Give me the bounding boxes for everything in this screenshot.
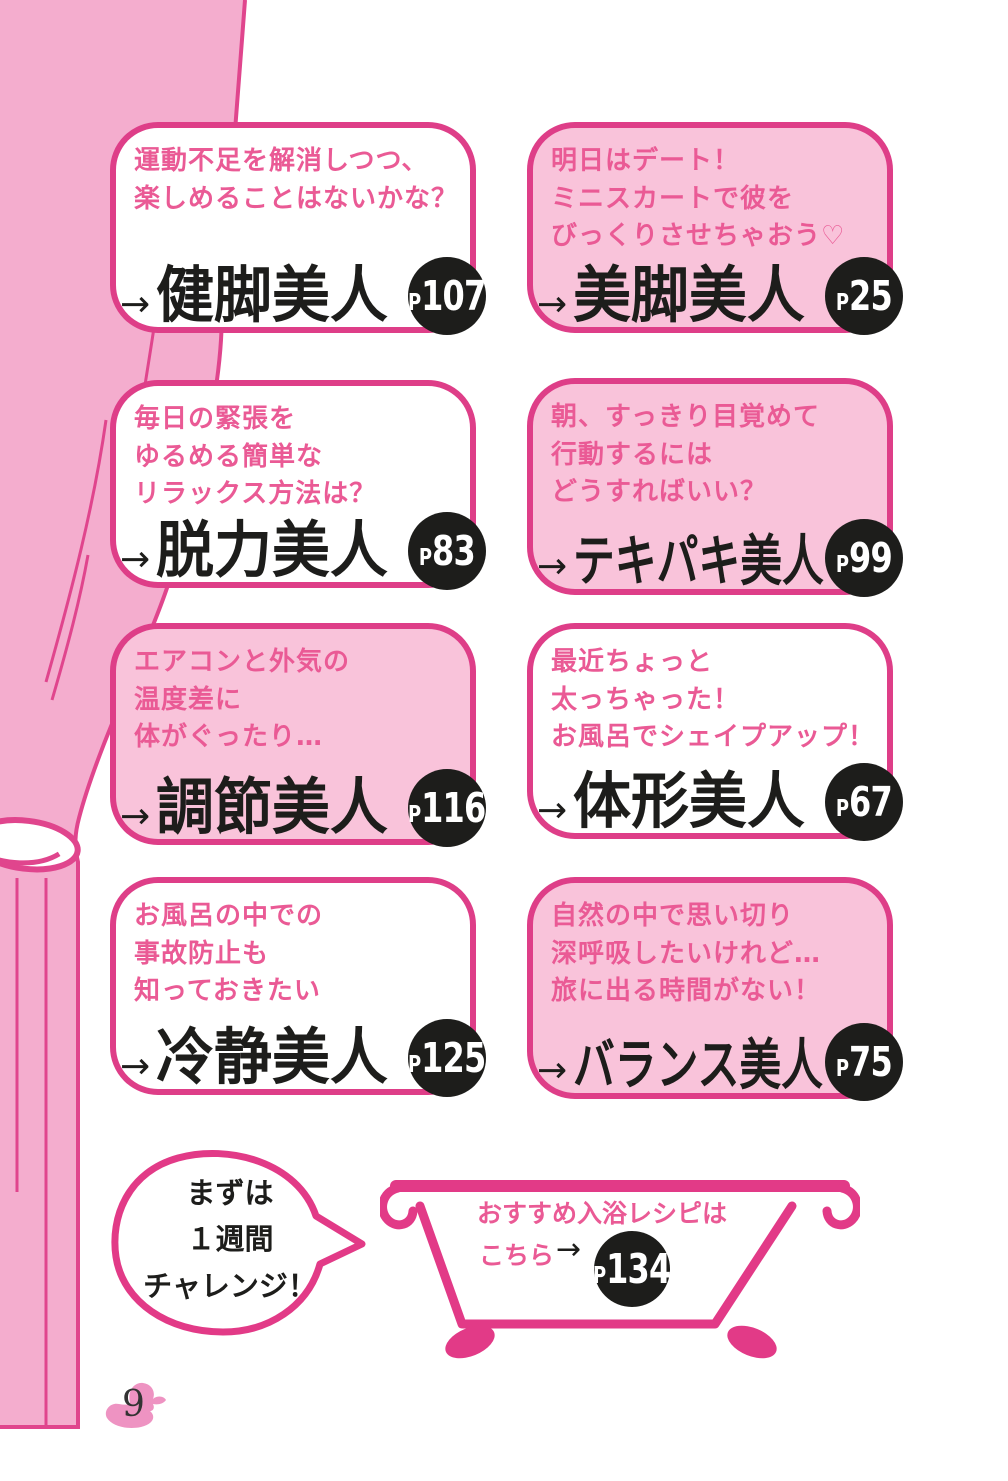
- arrow-icon: →: [120, 539, 151, 580]
- tub-foot-right: [727, 1325, 777, 1359]
- question-text: 毎日の緊張を ゆるめる簡単な リラックス方法は？: [134, 404, 377, 510]
- arrow-icon: →: [120, 796, 151, 837]
- title-row: → 脱力美人: [120, 514, 400, 586]
- tub-caption-line1: おすすめ入浴レシピは: [477, 1199, 728, 1228]
- toc-box-balance[interactable]: 自然の中で思い切り 深呼吸したいけれど… 旅に出る時間がない！ → バランス美人…: [527, 877, 903, 1101]
- question-text: 運動不足を解消しつつ、 楽しめることはないかな？: [134, 146, 459, 214]
- box-title: 体形美人: [573, 765, 805, 837]
- page-number-label: 9: [122, 1384, 145, 1425]
- box-title: 冷静美人: [156, 1021, 388, 1093]
- curtain-drape: [0, 0, 245, 1427]
- question-text: 最近ちょっと 太っちゃった！ お風呂でシェイプアップ！: [551, 647, 876, 753]
- page-number: 83: [432, 526, 476, 575]
- box-title: 美脚美人: [573, 259, 805, 331]
- title-row: → 美脚美人: [537, 259, 817, 331]
- page-number: 25: [849, 271, 893, 320]
- arrow-icon: →: [537, 546, 568, 587]
- page-number: 134: [606, 1244, 671, 1293]
- arrow-icon: →: [537, 1050, 568, 1091]
- box-title: 脱力美人: [156, 514, 388, 586]
- question-text: 明日はデート！ ミニスカートで彼を びっくりさせちゃおう♡: [551, 146, 846, 252]
- page-prefix: P: [835, 795, 850, 822]
- title-row: → バランス美人: [537, 1031, 902, 1097]
- title-row: → テキパキ美人: [537, 527, 903, 593]
- title-row: → 調節美人: [120, 771, 400, 843]
- tub-left-curl: [380, 1183, 418, 1230]
- curtain-fold-line: [44, 419, 108, 683]
- page-number: 99: [849, 533, 893, 582]
- arrow-icon: →: [120, 284, 151, 325]
- title-row: → 体形美人: [537, 765, 817, 837]
- duck-icon: [105, 1382, 166, 1428]
- title-row: → 冷静美人: [120, 1021, 400, 1093]
- box-title: 調節美人: [156, 771, 388, 843]
- bubble-line: １週間: [186, 1222, 274, 1257]
- page-prefix: P: [408, 801, 422, 828]
- bubble-line: まずは: [186, 1176, 274, 1210]
- arrow-icon: →: [537, 790, 568, 831]
- page-prefix: P: [835, 551, 850, 578]
- bubble-text: まずは １週間 チャレンジ！: [118, 1170, 342, 1309]
- arrow-icon: →: [537, 284, 568, 325]
- box-title: 健脚美人: [156, 259, 388, 331]
- arrow-icon: →: [120, 1046, 151, 1087]
- page-prefix: P: [835, 289, 850, 316]
- title-row: → 健脚美人: [120, 259, 400, 331]
- page-number: 67: [849, 777, 893, 826]
- page-number: 116: [421, 783, 486, 832]
- bathtub-graphic: [380, 1180, 860, 1359]
- box-title: テキパキ美人: [573, 527, 824, 593]
- tub-arrow-icon: →: [556, 1232, 582, 1267]
- tub-right-curl: [822, 1183, 860, 1230]
- tub-foot-left: [445, 1325, 495, 1359]
- question-text: 朝、すっきり目覚めて 行動するには どうすればいい？: [551, 402, 820, 508]
- speech-bubble: [111, 1149, 366, 1336]
- curtain-tieback: [0, 817, 81, 873]
- question-text: お風呂の中での 事故防止も 知っておきたい: [134, 901, 324, 1007]
- page-prefix: P: [593, 1262, 607, 1289]
- curtain-fold-line: [50, 554, 90, 701]
- tub-body: [415, 1201, 797, 1329]
- page-number: 107: [421, 271, 486, 320]
- bubble-line: チャレンジ！: [143, 1268, 317, 1303]
- page-prefix: P: [835, 1055, 850, 1082]
- page-number: 75: [849, 1037, 893, 1086]
- page-prefix: P: [408, 1051, 422, 1078]
- box-title: バランス美人: [573, 1031, 824, 1097]
- tub-caption-line2: こちら: [479, 1241, 555, 1270]
- page-prefix: P: [408, 289, 422, 316]
- page-prefix: P: [418, 544, 433, 571]
- question-text: 自然の中で思い切り 深呼吸したいけれど… 旅に出る時間がない！: [551, 901, 822, 1007]
- question-text: エアコンと外気の 温度差に 体がぐったり…: [134, 647, 351, 753]
- page-number: 125: [421, 1033, 486, 1082]
